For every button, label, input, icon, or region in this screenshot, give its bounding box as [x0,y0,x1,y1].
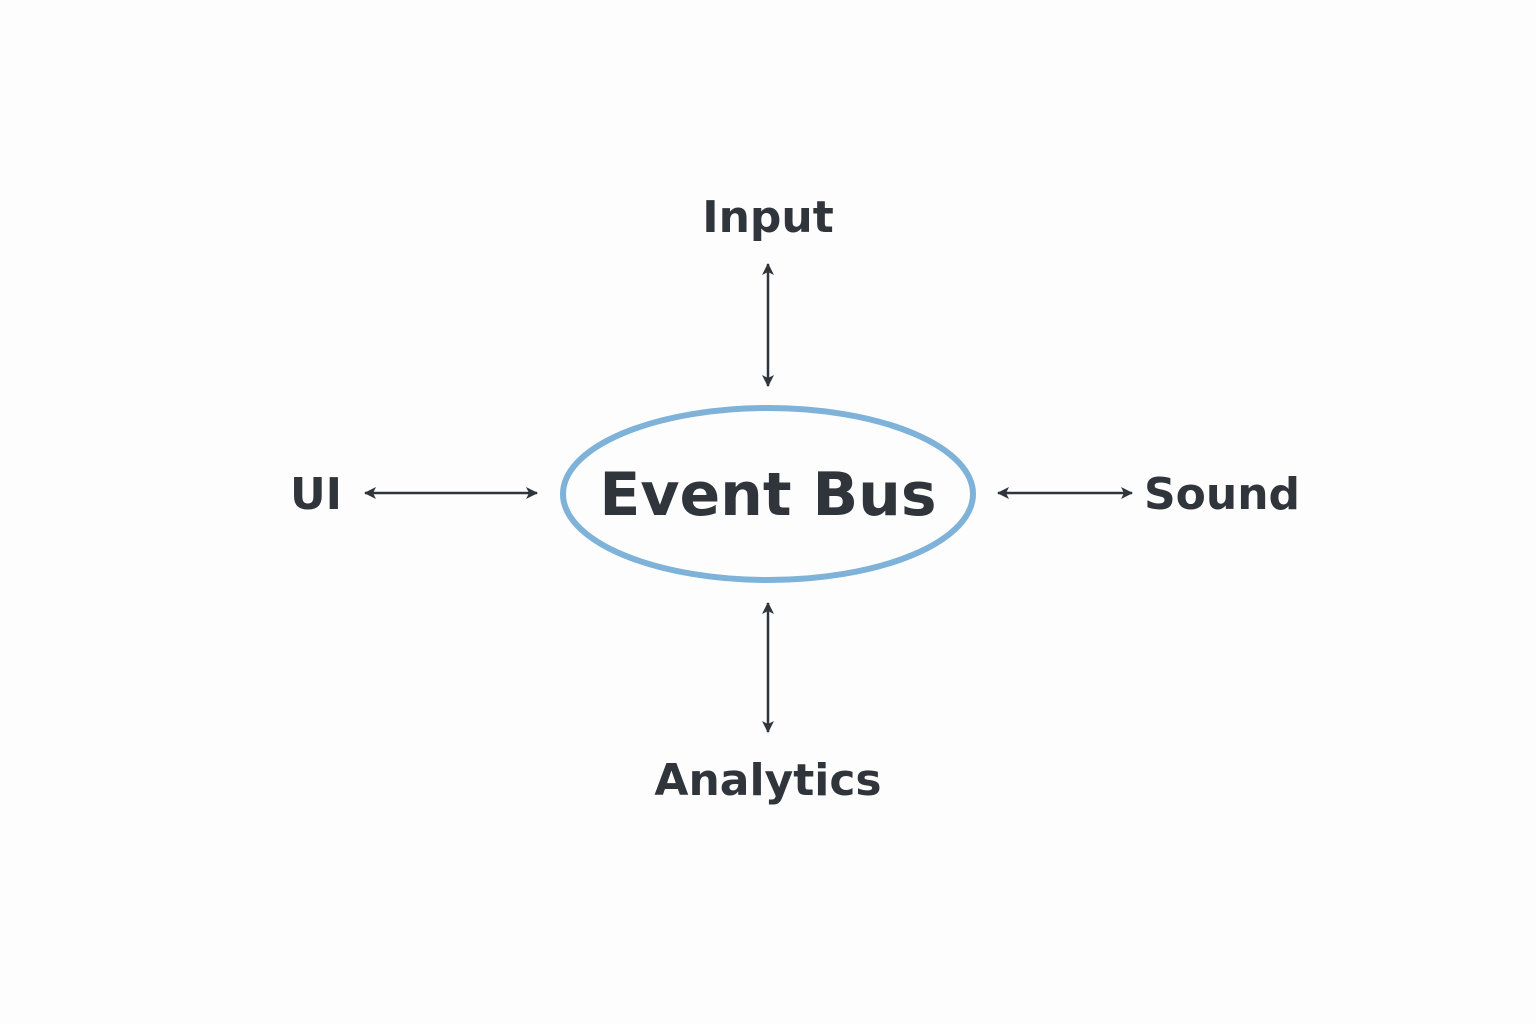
node-ui-label: UI [290,469,342,520]
node-input-label: Input [702,192,834,243]
node-analytics-label: Analytics [654,755,881,806]
event-bus-ellipse [560,405,976,583]
event-bus-label: Event Bus [599,460,936,530]
node-sound-label: Sound [1144,469,1300,520]
